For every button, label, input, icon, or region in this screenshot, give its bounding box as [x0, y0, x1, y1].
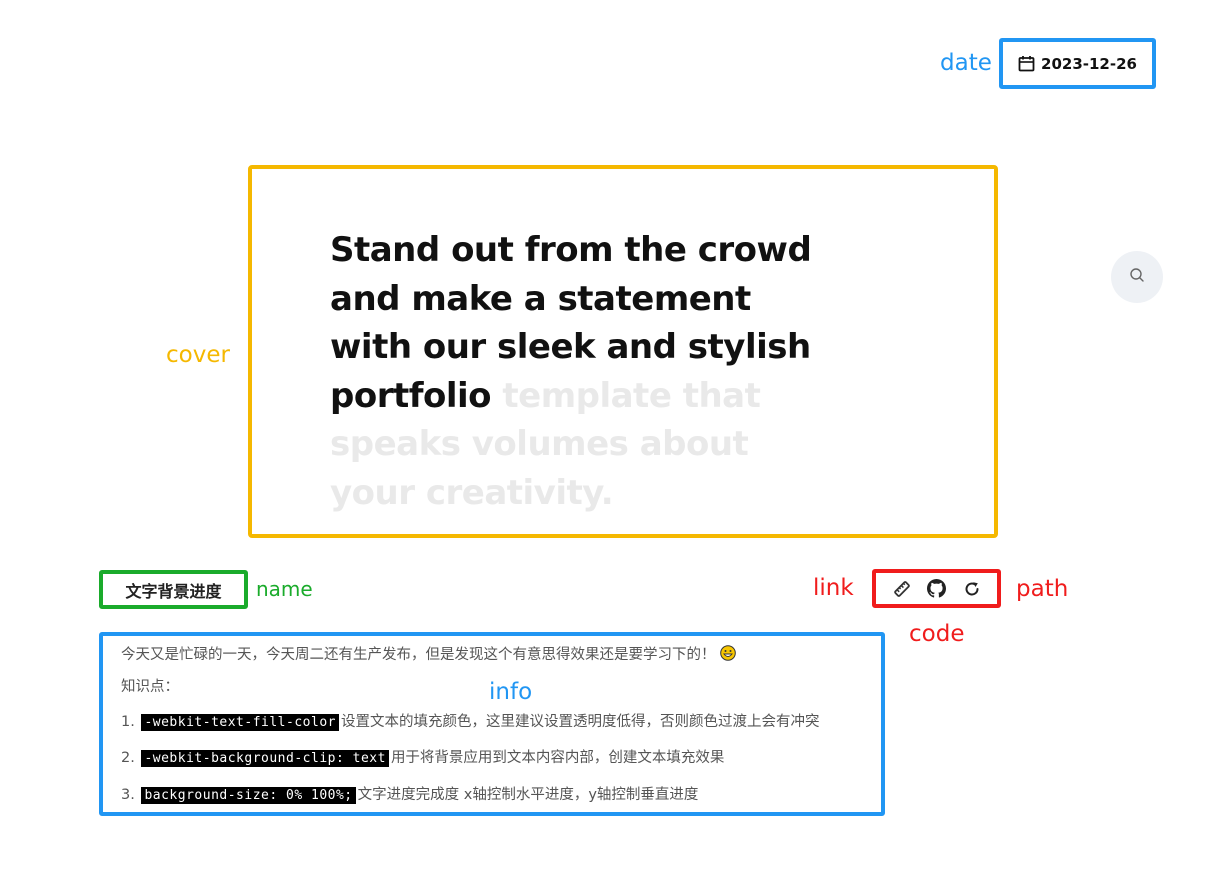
refresh-icon[interactable] — [961, 578, 983, 600]
search-icon — [1129, 267, 1145, 288]
annotation-name: name — [256, 577, 313, 601]
publish-date: 2023-12-26 — [1041, 54, 1137, 73]
ruler-icon[interactable] — [891, 578, 913, 600]
annotation-link: link — [813, 575, 854, 601]
date-box: 2023-12-26 — [999, 38, 1156, 89]
cover-line: Stand out from the crowd — [330, 230, 812, 270]
code-snippet: background-size: 0% 100%; — [141, 787, 356, 804]
cover-line: portfolio template that — [330, 375, 761, 416]
cover-text: Stand out from the crowd and make a stat… — [330, 226, 850, 517]
info-box — [99, 632, 885, 816]
calendar-icon — [1018, 55, 1035, 72]
annotation-code: code — [909, 621, 965, 647]
cover-line: speaks volumes about — [330, 424, 749, 464]
cover-box[interactable] — [248, 165, 998, 538]
card-background — [120, 40, 1220, 560]
code-snippet: -webkit-text-fill-color — [141, 714, 339, 731]
cover-line: your creativity. — [330, 472, 614, 513]
knowledge-point: 3. background-size: 0% 100%;文字进度完成度 x轴控制… — [121, 787, 699, 804]
search-button[interactable] — [1111, 251, 1163, 303]
code-snippet: -webkit-background-clip: text — [141, 750, 389, 767]
card-name: 文字背景进度 — [125, 581, 222, 601]
annotation-cover: cover — [166, 342, 230, 368]
github-icon[interactable] — [926, 578, 948, 600]
annotation-info: info — [489, 679, 533, 705]
info-intro: 今天又是忙碌的一天，今天周二还有生产发布，但是发现这个有意思得效果还是要学习下的… — [121, 645, 736, 663]
grinning-face-emoji — [720, 645, 736, 661]
annotation-path: path — [1016, 576, 1069, 602]
name-box: 文字背景进度 — [99, 570, 248, 609]
annotation-date: date — [940, 50, 992, 76]
link-box — [872, 569, 1001, 608]
cover-line: and make a statement — [330, 278, 751, 319]
knowledge-label: 知识点： — [121, 679, 179, 695]
cover-line: with our sleek and stylish — [330, 327, 811, 367]
